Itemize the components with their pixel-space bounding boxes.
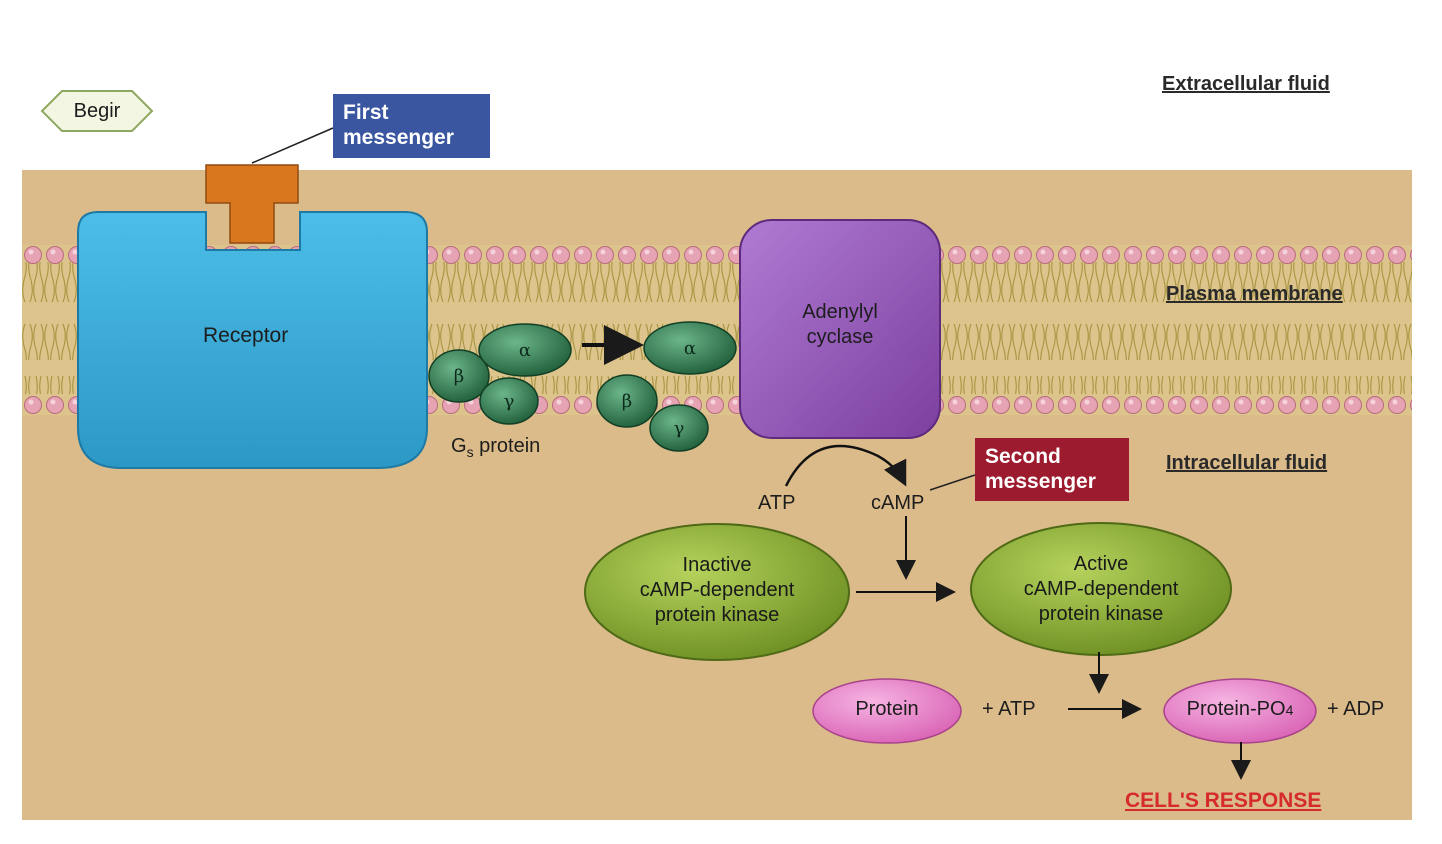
atp-label: ATP	[758, 492, 796, 514]
active-kinase-line-3: protein kinase	[1038, 603, 1164, 625]
receptor-shape	[77, 211, 428, 469]
inactive-kinase-line-2: cAMP-dependent	[639, 579, 795, 601]
first-messenger-box: First messenger	[333, 94, 490, 158]
gs-g: G	[451, 435, 467, 457]
first-messenger-line-1: First	[343, 101, 389, 124]
gs-sub: s	[466, 444, 474, 460]
plus-adp-label: + ADP	[1327, 698, 1385, 720]
second-messenger-line-1: Second	[985, 445, 1061, 468]
g-gamma-bound	[479, 377, 539, 425]
first-messenger-line-2: messenger	[343, 126, 454, 149]
g-gamma-free	[649, 404, 709, 452]
plasma-membrane-label: Plasma membrane	[1166, 283, 1343, 305]
protein-shape	[812, 678, 962, 744]
protein-po4-main: Protein-PO	[1186, 698, 1286, 720]
ligand-shape	[205, 164, 299, 244]
camp-label: cAMP	[871, 492, 925, 514]
begin-hexagon	[40, 90, 154, 132]
cells-response-label: CELL'S RESPONSE	[1125, 789, 1322, 812]
active-kinase-line-2: cAMP-dependent	[1023, 578, 1179, 600]
inactive-kinase-line-3: protein kinase	[654, 604, 780, 626]
protein-po4-sub: 4	[1285, 701, 1294, 718]
inactive-kinase-label: Inactive cAMP-dependent protein kinase	[595, 553, 839, 628]
g-alpha-free	[643, 321, 737, 375]
alpha-bound-label: α	[518, 339, 532, 361]
intracellular-fluid-label: Intracellular fluid	[1166, 452, 1328, 474]
adenylyl-cyclase-line-1: Adenylyl	[802, 301, 878, 323]
protein-label: Protein	[855, 698, 919, 720]
begin-label: Begir	[73, 99, 121, 122]
gamma-bound-label: γ	[503, 390, 515, 412]
adenylyl-cyclase-label: Adenylyl cyclase	[740, 300, 940, 350]
inactive-kinase-shape	[584, 523, 850, 661]
g-alpha-bound	[478, 323, 572, 377]
receptor-label: Receptor	[203, 324, 289, 347]
alpha-free-label: α	[683, 337, 697, 359]
active-kinase-shape	[970, 522, 1232, 656]
gs-rest: protein	[473, 435, 541, 457]
beta-bound-label: β	[453, 365, 465, 387]
gamma-free-label: γ	[673, 417, 685, 439]
gs-protein-label: Gs protein	[451, 435, 540, 460]
g-beta-bound	[428, 349, 490, 403]
active-kinase-line-1: Active	[1073, 553, 1129, 575]
plus-atp-label: + ATP	[982, 698, 1036, 720]
second-messenger-line-2: messenger	[985, 470, 1096, 493]
inactive-kinase-line-1: Inactive	[682, 554, 752, 576]
g-beta-free	[596, 374, 658, 428]
extracellular-fluid-label: Extracellular fluid	[1162, 73, 1330, 95]
beta-free-label: β	[621, 390, 633, 412]
active-kinase-label: Active cAMP-dependent protein kinase	[979, 552, 1223, 627]
second-messenger-box: Second messenger	[975, 438, 1129, 501]
adenylyl-cyclase-line-2: cyclase	[806, 326, 874, 348]
adenylyl-cyclase-shape	[739, 219, 941, 439]
